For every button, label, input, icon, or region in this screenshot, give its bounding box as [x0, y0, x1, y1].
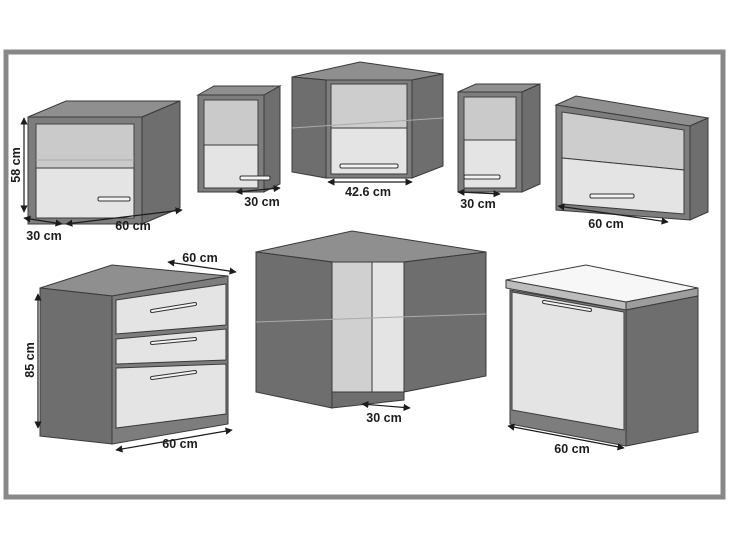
corner-wall-cabinet [291, 61, 444, 179]
tall-left-width-dimension: 30 cm [235, 185, 281, 209]
svg-text:60 cm: 60 cm [588, 217, 623, 231]
wall-cabinet-60-right [554, 95, 710, 221]
svg-text:60 cm: 60 cm [162, 437, 197, 451]
drawer-width-dimension: 60 cm [115, 427, 233, 453]
door-base-cabinet [505, 264, 699, 447]
wall-left-width-dimension: 60 cm [65, 207, 183, 233]
tall-right-width-dimension: 30 cm [457, 188, 501, 211]
svg-text:30 cm: 30 cm [26, 229, 61, 243]
door-base-width-dimension: 60 cm [507, 423, 625, 456]
corner-base-cabinet [255, 230, 487, 409]
wall-left-height-dimension: 58 cm [9, 117, 28, 213]
svg-text:60 cm: 60 cm [554, 442, 589, 456]
drawer-depth-dimension: 60 cm [167, 251, 237, 275]
drawer-height-dimension: 85 cm [23, 293, 42, 429]
wall-cabinet-60-left [27, 100, 181, 225]
corner-wall-width-dimension: 42.6 cm [327, 178, 413, 199]
svg-text:30 cm: 30 cm [244, 195, 279, 209]
svg-text:30 cm: 30 cm [366, 411, 401, 425]
svg-text:60 cm: 60 cm [115, 219, 150, 233]
corner-base-depth-dimension: 30 cm [361, 400, 411, 425]
svg-text:42.6 cm: 42.6 cm [345, 185, 391, 199]
svg-text:85 cm: 85 cm [23, 342, 37, 377]
svg-text:30 cm: 30 cm [460, 197, 495, 211]
wall-cabinet-30-left [196, 85, 282, 193]
svg-text:58 cm: 58 cm [9, 147, 23, 182]
wall-left-depth-dimension: 30 cm [23, 215, 63, 243]
drawer-base-cabinet [39, 264, 229, 445]
svg-text:60 cm: 60 cm [182, 251, 217, 265]
wall-right-width-dimension: 60 cm [557, 203, 669, 231]
wall-cabinet-30-right [457, 83, 541, 193]
